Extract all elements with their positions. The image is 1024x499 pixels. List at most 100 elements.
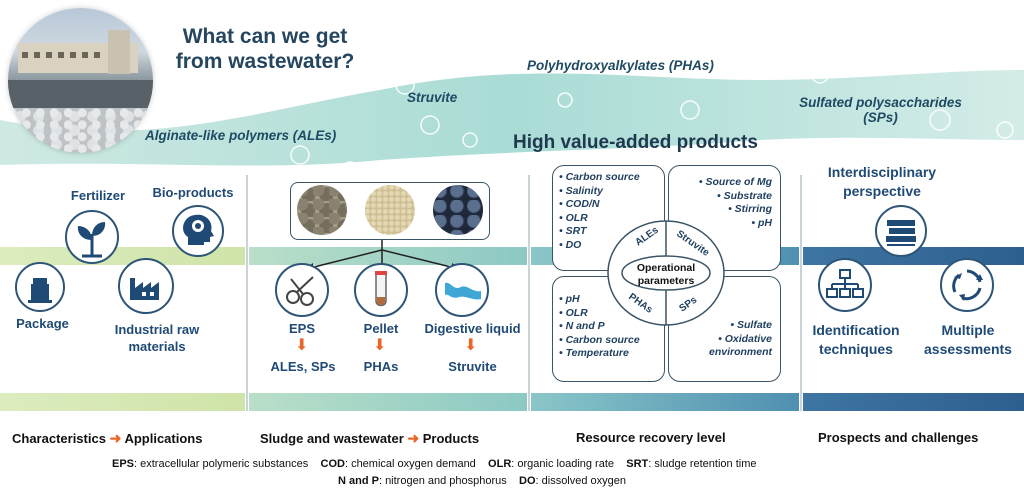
label-interdisciplinary-line2: perspective (843, 183, 921, 199)
label-fertilizer: Fertilizer (70, 188, 126, 203)
band-upper-2 (249, 247, 527, 265)
phas-param-2: • OLR (559, 306, 588, 319)
question-line1: What can we get (182, 25, 348, 48)
package-icon (28, 278, 52, 303)
band-lower-4 (803, 393, 1024, 411)
label-ales: Alginate-like polymers (ALEs) (145, 128, 337, 143)
label-package: Package (16, 316, 69, 331)
label-industrial-line1: Industrial raw (114, 322, 200, 337)
sps-param-3: environment (708, 346, 772, 358)
liquid-icon (445, 282, 481, 300)
cat1-left: Characteristics (12, 431, 106, 446)
ales-param-5: • SRT (559, 225, 587, 237)
ales-param-6: • DO (559, 238, 582, 251)
label-phas: Polyhydroxyalkylates (PHAs) (527, 58, 714, 73)
orange-arrow-icon: ➜ (109, 430, 122, 446)
divider-3 (800, 175, 802, 411)
liquid-icon-circle (435, 263, 489, 317)
band-lower-2 (249, 393, 527, 411)
label-industrial: Industrial raw materials (92, 321, 222, 355)
windows (22, 52, 102, 58)
fn-cod-def: : chemical oxygen demand (344, 458, 476, 470)
test-tube-icon (375, 271, 387, 307)
fn-srt-def: : sludge retention time (648, 458, 757, 470)
label-industrial-line2: materials (128, 339, 186, 354)
scissors-icon-circle (275, 263, 329, 317)
center-label-line2: parameters (638, 275, 695, 287)
label-bio-products: Bio-products (152, 185, 234, 200)
struvite-param-3: • Stirring (728, 203, 772, 215)
label-interdisciplinary-line1: Interdisciplinary (827, 164, 937, 180)
label-eps: EPS (288, 321, 315, 336)
cat1-right: Applications (124, 431, 203, 446)
cat2-left: Sludge and wastewater (260, 431, 404, 446)
operational-parameters-diagram: ALEs Struvite PHAs SPs Operational param… (607, 220, 725, 326)
main-title: High value-added products (513, 132, 758, 153)
factory-icon (130, 278, 159, 300)
label-eps-out: ALEs, SPs (270, 359, 336, 374)
phas-param-list: • pH • OLR • N and P • Carbon source • T… (559, 293, 640, 361)
pellet-sample-image (365, 185, 415, 235)
hierarchy-icon-circle (818, 258, 872, 312)
question-line2: from wastewater? (175, 50, 355, 73)
fn-olr-def: : organic loading rate (511, 458, 615, 470)
fn-np-def: : nitrogen and phosphorus (378, 475, 507, 487)
basin (8, 80, 153, 108)
cat2-right: Products (422, 431, 480, 446)
label-multiple: Multiple assessments (912, 321, 1024, 359)
fn-do-abbr: DO (519, 475, 536, 487)
fn-eps-def: : extracellular polymeric substances (134, 458, 309, 470)
label-sps-line2: (SPs) (863, 110, 898, 125)
sps-param-list: • Sulfate • Oxidative environment (709, 319, 772, 360)
phas-param-5: • Temperature (559, 347, 629, 359)
divider-2 (528, 175, 530, 411)
label-multiple-line1: Multiple (941, 322, 995, 338)
down-arrow-pellet: ⬇ (373, 337, 387, 354)
label-identification: Identification techniques (800, 321, 912, 359)
category-resource-recovery: Resource recovery level (576, 430, 726, 445)
orange-arrow-icon: ➜ (407, 430, 420, 446)
fn-eps-abbr: EPS (112, 458, 135, 470)
label-interdisciplinary: Interdisciplinary perspective (812, 163, 952, 201)
center-label-line1: Operational (637, 262, 695, 274)
scissors-icon (286, 276, 314, 306)
label-sps: Sulfated polysaccharides (SPs) (778, 95, 983, 125)
footnote-line1: EPS: extracellular polymeric substances … (112, 458, 756, 470)
phas-param-3: • N and P (559, 320, 605, 332)
wave-band (0, 70, 1024, 166)
label-identification-line2: techniques (819, 341, 893, 357)
recycle-icon-circle (940, 258, 994, 312)
plant-icon (77, 222, 106, 258)
question-title: What can we get from wastewater? (160, 24, 370, 74)
struvite-param-list: • Source of Mg • Substrate • Stirring • … (699, 176, 772, 230)
label-multiple-line2: assessments (924, 341, 1012, 357)
footnote-line2: N and P: nitrogen and phosphorus DO: dis… (338, 475, 626, 487)
down-arrow-eps: ⬇ (295, 337, 309, 354)
digestive-sample-image (433, 185, 483, 235)
sps-param-2: • Oxidative (718, 332, 772, 345)
label-pellet-out: PHAs (363, 359, 399, 374)
category-characteristics: Characteristics ➜ Applications (12, 430, 202, 447)
phas-param-1: • pH (559, 293, 580, 305)
label-digestive: Digestive liquid (424, 321, 521, 336)
label-digestive-out: Struvite (448, 359, 497, 374)
label-identification-line1: Identification (812, 322, 900, 338)
param-box-struvite: • Source of Mg • Substrate • Stirring • … (668, 165, 781, 271)
label-sps-line1: Sulfated polysaccharides (799, 95, 962, 110)
fn-do-def: : dissolved oxygen (535, 475, 627, 487)
tower (108, 30, 130, 74)
ales-param-2: • Salinity (559, 184, 603, 197)
struvite-param-1: • Source of Mg (698, 176, 772, 188)
books-icon-circle (875, 205, 927, 257)
recycle-icon (952, 269, 983, 301)
eps-sample-image (297, 185, 347, 235)
label-struvite: Struvite (407, 90, 458, 105)
down-arrow-digestive: ⬇ (464, 337, 478, 354)
phas-param-4: • Carbon source (559, 333, 640, 346)
fn-srt-abbr: SRT (626, 458, 649, 470)
brain-head-icon-circle (172, 205, 224, 257)
factory-icon-circle (118, 258, 174, 314)
foam (8, 108, 153, 153)
sludge-samples-box (290, 182, 490, 240)
hierarchy-icon (826, 269, 864, 298)
